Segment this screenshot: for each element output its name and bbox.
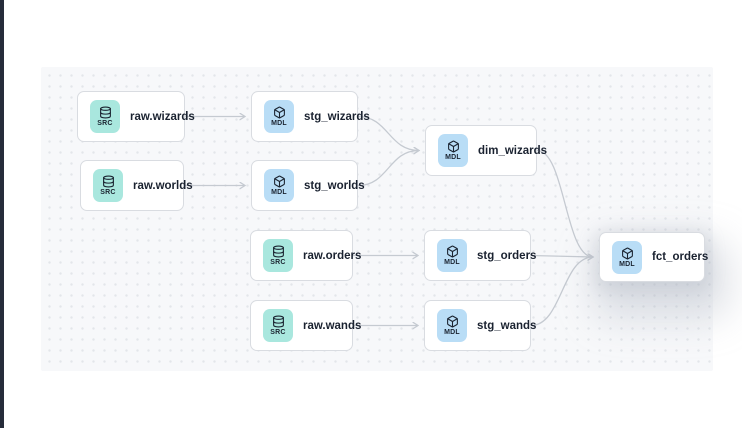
badge-label: MDL (271, 189, 287, 196)
database-icon (102, 175, 114, 188)
badge-label: SRC (270, 329, 286, 336)
mdl-badge: MDL (264, 100, 294, 133)
node-label: raw.wizards (130, 110, 195, 123)
mdl-badge: MDL (437, 309, 467, 342)
mdl-badge: MDL (438, 134, 468, 167)
badge-label: MDL (444, 329, 460, 336)
node-label: raw.wands (303, 319, 362, 332)
cube-icon (273, 175, 285, 188)
cube-icon (273, 106, 285, 119)
src-badge: SRC (93, 169, 123, 202)
node-stg_worlds[interactable]: MDL stg_worlds (251, 160, 365, 211)
node-raw_worlds[interactable]: SRC raw.worlds (80, 160, 193, 211)
node-label: raw.worlds (133, 179, 193, 192)
node-stg_wizards[interactable]: MDL stg_wizards (251, 91, 370, 142)
node-raw_orders[interactable]: SRC raw.orders (250, 230, 361, 281)
node-label: stg_wizards (304, 110, 370, 123)
mdl-badge: MDL (264, 169, 294, 202)
node-label: stg_orders (477, 249, 537, 262)
badge-label: SRC (97, 120, 113, 127)
database-icon (272, 245, 284, 258)
badge-label: MDL (619, 260, 635, 268)
node-raw_wands[interactable]: SRC raw.wands (250, 300, 361, 351)
node-label: fct_orders (652, 251, 709, 263)
badge-label: SRC (100, 189, 116, 196)
badge-label: MDL (445, 154, 461, 161)
src-badge: SRC (263, 309, 293, 342)
left-edge-strip (0, 0, 4, 428)
src-badge: SRC (263, 239, 293, 272)
cube-icon (621, 247, 633, 260)
cube-icon (447, 140, 459, 153)
badge-label: SRC (270, 259, 286, 266)
src-badge: SRC (90, 100, 120, 133)
cube-icon (446, 245, 458, 258)
cube-icon (446, 315, 458, 328)
node-raw_wizards[interactable]: SRC raw.wizards (77, 91, 195, 142)
badge-label: MDL (271, 120, 287, 127)
database-icon (99, 106, 111, 119)
node-dim_wizards[interactable]: MDL dim_wizards (425, 125, 547, 176)
database-icon (272, 315, 284, 328)
mdl-badge: MDL (612, 240, 642, 274)
node-label: raw.orders (303, 249, 362, 262)
node-label: stg_worlds (304, 179, 365, 192)
node-fct_orders[interactable]: MDL fct_orders (599, 232, 709, 282)
node-stg_wands[interactable]: MDL stg_wands (424, 300, 536, 351)
mdl-badge: MDL (437, 239, 467, 272)
node-label: dim_wizards (478, 144, 548, 157)
badge-label: MDL (444, 259, 460, 266)
node-label: stg_wands (477, 319, 537, 332)
node-stg_orders[interactable]: MDL stg_orders (424, 230, 536, 281)
